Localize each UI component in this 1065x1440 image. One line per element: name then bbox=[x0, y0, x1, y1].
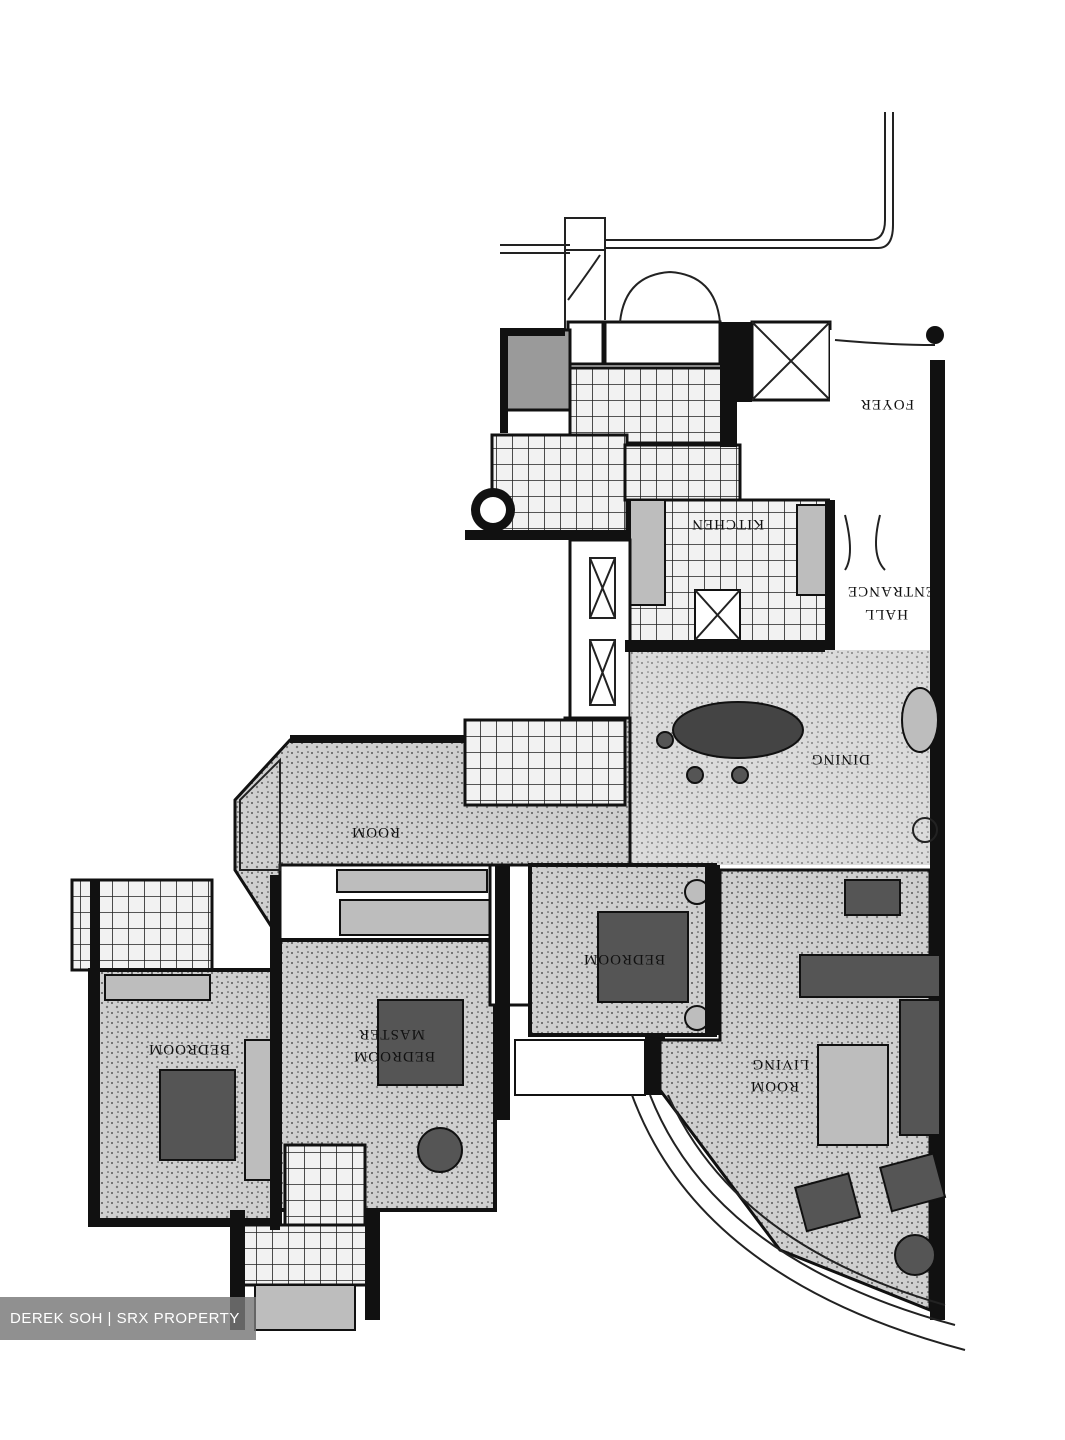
master-bedroom-label-2: BEDROOM bbox=[353, 1048, 435, 1064]
lift-shaft bbox=[737, 320, 832, 402]
dining-label: DINING bbox=[811, 751, 870, 767]
master-bedroom-label-1: MASTER bbox=[358, 1026, 425, 1042]
bedroom-left-label: BEDROOM bbox=[148, 1041, 230, 1057]
entrance-hall-label-2: HALL bbox=[864, 606, 908, 622]
living-room-label-2: ROOM bbox=[750, 1078, 799, 1094]
dining-area: DINING bbox=[630, 650, 939, 865]
foyer-label: FOYER bbox=[860, 396, 914, 412]
service-entrance bbox=[566, 271, 722, 366]
bedroom-left: BEDROOM bbox=[70, 878, 282, 1227]
balcony-curve bbox=[631, 1094, 966, 1351]
outdoor-corridor bbox=[500, 112, 894, 330]
yard-area bbox=[471, 328, 742, 537]
living-room-label-1: LIVING bbox=[751, 1056, 809, 1072]
bedroom-center-label: BEDROOM bbox=[583, 951, 665, 967]
watermark: DEREK SOH | SRX PROPERTY bbox=[0, 1297, 256, 1340]
family-room: ROOM bbox=[233, 716, 632, 946]
storage-column bbox=[568, 538, 632, 722]
family-room-label: ROOM bbox=[351, 824, 400, 840]
living-room: LIVING ROOM bbox=[658, 868, 947, 1313]
entrance-hall-label-1: ENTRANCE bbox=[847, 583, 935, 599]
kitchen: KITCHEN bbox=[628, 498, 832, 647]
walls bbox=[270, 322, 835, 1230]
kitchen-label: KITCHEN bbox=[691, 516, 764, 532]
master-bath bbox=[230, 1143, 380, 1331]
foyer: FOYER ENTRANCE HALL bbox=[830, 326, 944, 650]
bedroom-center: BEDROOM bbox=[514, 863, 717, 1096]
